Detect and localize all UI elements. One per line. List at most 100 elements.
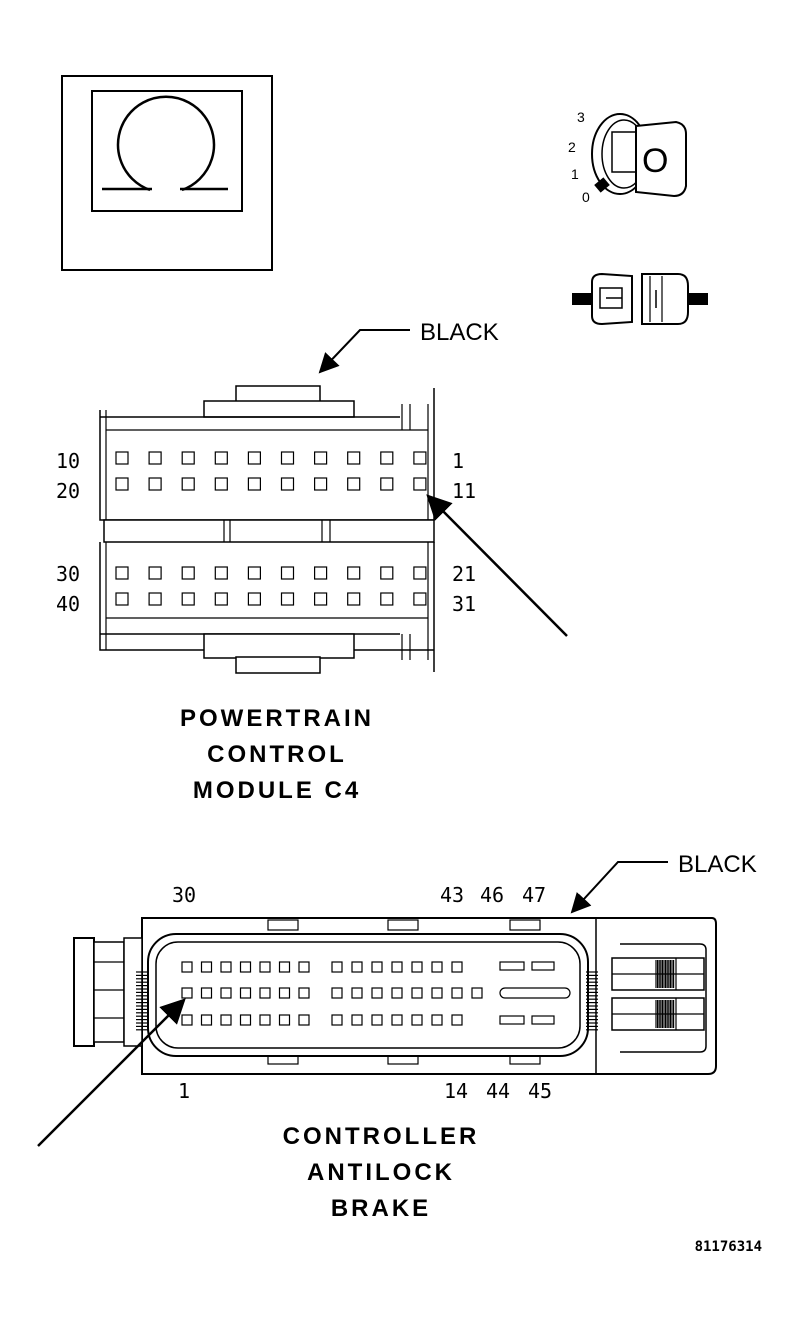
abs-cavity xyxy=(259,1014,271,1026)
abs-latch-grip xyxy=(612,958,704,1030)
pcm-cavity xyxy=(413,566,427,580)
pcm-cavity xyxy=(247,566,261,580)
abs-color-callout: BLACK xyxy=(570,851,757,914)
pcm-cavity xyxy=(181,451,195,465)
pcm-cavity xyxy=(115,592,129,606)
abs-cavity xyxy=(239,987,252,999)
ohm-icon xyxy=(102,95,228,192)
pcm-cavity xyxy=(214,566,228,580)
pcm-cavity xyxy=(380,566,394,580)
key-label: O xyxy=(642,142,668,180)
pcm-connector: BLACK 10 20 30 40 xyxy=(56,319,568,804)
pcm-title-line-2: CONTROL xyxy=(207,741,347,768)
abs-title-line-3: BRAKE xyxy=(331,1195,431,1222)
abs-cavity xyxy=(451,987,463,999)
abs-cavity xyxy=(371,987,383,999)
abs-cavity-grid xyxy=(181,961,483,1026)
abs-cavity xyxy=(278,961,291,973)
pcm-cavity xyxy=(115,451,129,465)
abs-cavity xyxy=(200,987,213,999)
pcm-cavity xyxy=(214,451,228,465)
abs-cavity xyxy=(181,1014,193,1026)
pcm-cavity xyxy=(413,477,427,491)
abs-cavity xyxy=(411,961,423,973)
abs-cavity xyxy=(200,1014,213,1026)
pcm-pin-31: 31 xyxy=(452,592,476,616)
pcm-cavity xyxy=(314,451,328,465)
pcm-cavity xyxy=(380,451,394,465)
pcm-cavity xyxy=(314,592,328,606)
pcm-cavity xyxy=(247,451,261,465)
pcm-cavity xyxy=(148,592,162,606)
connector-plug-icon xyxy=(572,272,708,326)
pcm-pin-21: 21 xyxy=(452,562,476,586)
pcm-cavity xyxy=(148,477,162,491)
pcm-cavity xyxy=(413,592,427,606)
pcm-title-line-3: MODULE C4 xyxy=(193,777,361,804)
abs-cavity xyxy=(298,1014,310,1026)
pcm-cavity xyxy=(214,477,228,491)
pcm-probe-arrow xyxy=(426,494,568,637)
ignition-switch-icon: 3 2 1 0 O xyxy=(568,109,687,205)
pcm-cavity xyxy=(247,477,261,491)
abs-title-line-1: CONTROLLER xyxy=(283,1123,480,1150)
ignition-position-1: 1 xyxy=(571,166,579,182)
abs-cavity xyxy=(259,961,271,973)
abs-cavity xyxy=(451,1014,463,1026)
abs-cavity xyxy=(298,987,310,999)
ignition-position-2: 2 xyxy=(568,139,576,155)
abs-cavity xyxy=(331,987,343,999)
abs-cavity xyxy=(298,961,310,973)
abs-pin-47: 47 xyxy=(522,883,546,907)
abs-cavity xyxy=(371,1014,383,1026)
pcm-pin-10: 10 xyxy=(56,449,80,473)
abs-cavity xyxy=(391,987,403,999)
pcm-cavity xyxy=(280,477,295,491)
abs-connector: BLACK 30 43 46 47 xyxy=(37,851,757,1222)
abs-cavity xyxy=(351,987,363,999)
pcm-cavity xyxy=(280,451,295,465)
figure-code: 81176314 xyxy=(695,1239,762,1255)
pcm-color-label: BLACK xyxy=(420,319,499,346)
pcm-pin-20: 20 xyxy=(56,479,80,503)
abs-cavity xyxy=(391,1014,403,1026)
abs-pin-1: 1 xyxy=(178,1079,190,1103)
abs-cavity xyxy=(431,961,443,973)
abs-pin-14: 14 xyxy=(444,1079,468,1103)
abs-pin-43: 43 xyxy=(440,883,464,907)
abs-cavity xyxy=(331,961,343,973)
abs-cavity xyxy=(451,961,463,973)
pcm-cavity xyxy=(115,566,129,580)
abs-cavity xyxy=(239,1014,252,1026)
ohmmeter-symbol xyxy=(61,75,273,271)
pcm-cavity xyxy=(181,477,195,491)
pcm-cavity xyxy=(148,566,162,580)
pcm-cavity xyxy=(214,592,228,606)
abs-color-label: BLACK xyxy=(678,851,757,878)
abs-cavity xyxy=(278,987,291,999)
pcm-cavity xyxy=(413,451,427,465)
abs-title-line-2: ANTILOCK xyxy=(307,1159,455,1186)
pcm-title-line-1: POWERTRAIN xyxy=(180,705,374,732)
abs-pin-46: 46 xyxy=(480,883,504,907)
abs-cavity xyxy=(411,987,423,999)
abs-cavity xyxy=(351,961,363,973)
abs-cavity xyxy=(431,1014,443,1026)
pcm-cavity xyxy=(380,592,394,606)
abs-cavity xyxy=(220,987,232,999)
abs-cavity xyxy=(239,961,252,973)
pcm-cavity xyxy=(314,477,328,491)
abs-cavity xyxy=(278,1014,291,1026)
abs-cavity xyxy=(220,1014,232,1026)
abs-cavity xyxy=(371,961,383,973)
pcm-pin-30: 30 xyxy=(56,562,80,586)
abs-probe-arrow xyxy=(37,998,186,1147)
pcm-cavity xyxy=(280,592,295,606)
abs-cavity xyxy=(471,987,483,999)
abs-cavity xyxy=(220,961,232,973)
abs-pin-30: 30 xyxy=(172,883,196,907)
pcm-cavity xyxy=(347,477,361,491)
abs-pin-44: 44 xyxy=(486,1079,510,1103)
pcm-pin-11: 11 xyxy=(452,479,476,503)
abs-cavity xyxy=(200,961,213,973)
